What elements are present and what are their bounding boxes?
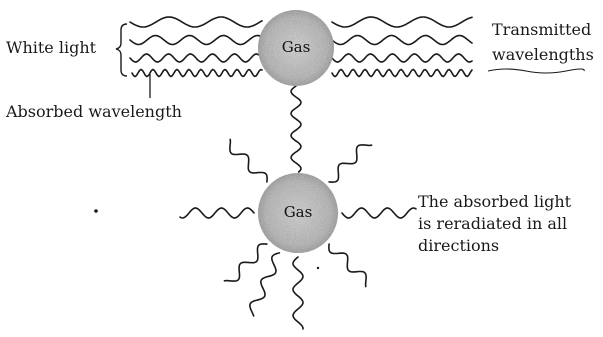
transmitted-label-line2: wavelengths [492,45,594,64]
reradiated-label-line2: is reradiated in all [418,214,567,233]
reradiated-label-line3: directions [418,236,499,255]
reradiated-ray-southwest [224,244,267,281]
white-light-label: White light [6,38,96,57]
reradiated-ray-east [342,208,416,218]
transmitted-wave-long [332,17,472,27]
incoming-wave-short [130,54,262,62]
top-gas-label: Gas [266,38,326,56]
transmitted-wave-absorbed [332,70,472,77]
transmitted-wave-medium [332,36,472,45]
reradiated-ray-northwest [230,139,267,182]
absorbed-ray-down [291,86,301,172]
reradiated-ray-southeast [329,244,366,287]
absorbed-wavelength-label: Absorbed wavelength [6,102,182,121]
bottom-gas-label: Gas [268,203,328,221]
reradiated-ray-northeast [329,145,372,182]
white-light-brace [116,24,127,76]
stray-dot-2 [317,267,319,269]
stray-dot [94,209,98,213]
transmitted-wave-short [332,54,472,62]
reradiated-ray-south [293,257,303,329]
incoming-wave-long [130,17,262,27]
incoming-wave-medium [130,36,262,45]
transmitted-label-line1: Transmitted [492,20,591,39]
transmitted-underline [486,66,586,76]
reradiated-label-line1: The absorbed light [418,192,571,211]
reradiated-ray-west [180,208,254,218]
incoming-wave-absorbed [132,70,262,77]
